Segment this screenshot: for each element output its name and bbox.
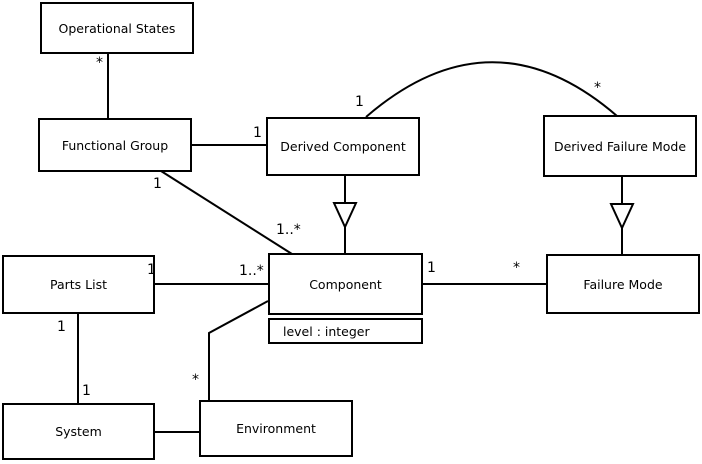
class-parts-list: Parts List	[2, 255, 155, 314]
multiplicity-partslist-right-end: 1	[147, 262, 156, 278]
multiplicity-system-end: 1	[82, 383, 91, 399]
association-environment-component-line	[208, 300, 269, 401]
multiplicity-component-right-end: 1	[427, 260, 436, 276]
class-name-parts-list: Parts List	[49, 277, 107, 292]
multiplicity-environment-end: *	[192, 372, 199, 388]
multiplicity-failuremode-end: *	[513, 260, 520, 276]
class-component-attributes: level : integer	[268, 318, 423, 344]
multiplicity-derivedcomp-left-end: 1	[253, 125, 262, 141]
class-operational-states: Operational States	[40, 2, 194, 54]
class-name-functional-group: Functional Group	[61, 137, 169, 153]
class-name-component: Component	[309, 276, 382, 292]
class-environment: Environment	[199, 400, 353, 457]
association-funcgroup-component-line	[160, 170, 293, 255]
class-system: System	[2, 403, 155, 460]
generalization-arrowhead-component	[332, 202, 358, 230]
generalization-arrowhead-failuremode	[609, 203, 635, 231]
multiplicity-component-top-end: 1..*	[276, 222, 301, 238]
association-derivedcomp-derivedfm-arc	[365, 61, 618, 118]
multiplicity-opstates-end: *	[96, 55, 103, 71]
class-name-system: System	[55, 424, 102, 439]
class-name-derived-component: Derived Component	[280, 139, 406, 154]
attribute-level-integer: level : integer	[283, 323, 370, 339]
class-name-environment: Environment	[236, 421, 316, 436]
class-component: Component	[268, 253, 423, 315]
multiplicity-arc-derivedcomp-end: 1	[355, 94, 364, 110]
class-functional-group: Functional Group	[38, 118, 192, 172]
class-failure-mode: Failure Mode	[546, 254, 700, 314]
class-derived-failure-mode: Derived Failure Mode	[543, 115, 697, 177]
multiplicity-component-left-end: 1..*	[239, 263, 264, 279]
multiplicity-arc-derivedfm-end: *	[594, 80, 601, 96]
multiplicity-funcgroup-end: 1	[153, 176, 162, 192]
class-derived-component: Derived Component	[266, 117, 420, 176]
class-name-failure-mode: Failure Mode	[583, 276, 663, 292]
multiplicity-partslist-bottom-end: 1	[57, 319, 66, 335]
class-name-derived-failure-mode: Derived Failure Mode	[553, 138, 687, 154]
class-name-operational-states: Operational States	[58, 20, 176, 36]
